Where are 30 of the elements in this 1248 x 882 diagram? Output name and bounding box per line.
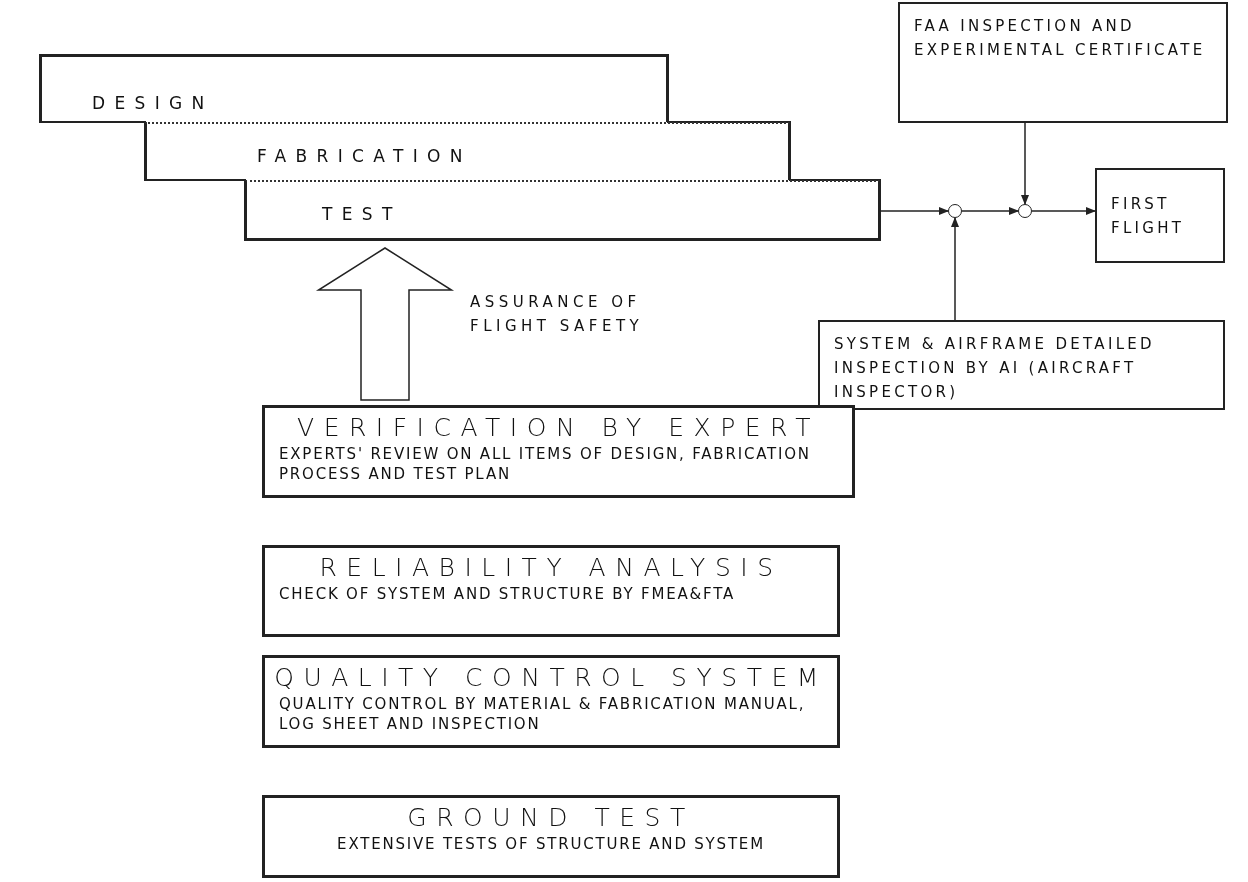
arrow bbox=[961, 207, 1019, 215]
process-band bbox=[145, 122, 790, 180]
method-box bbox=[262, 795, 840, 878]
heading-text: GROUND TEST bbox=[406, 804, 696, 832]
process-band bbox=[245, 180, 880, 240]
method-box bbox=[262, 655, 840, 748]
process-box: SYSTEM & AIRFRAME DETAILED INSPECTION BY AI (AIRCRAFT INSPECTOR) bbox=[818, 320, 1225, 410]
process-box: FAA INSPECTION AND EXPERIMENTAL CERTIFICATE bbox=[898, 2, 1228, 123]
stage-label: TEST bbox=[322, 204, 402, 224]
heading-text: QUALITY CONTROL SYSTEM bbox=[273, 664, 829, 692]
description-text: EXTENSIVE TESTS OF STRUCTURE AND SYSTEM bbox=[336, 833, 766, 854]
arrow bbox=[1021, 122, 1029, 205]
process-box: FIRST FLIGHT bbox=[1095, 168, 1225, 263]
stage-label: FABRICATION bbox=[257, 146, 472, 166]
arrow bbox=[879, 207, 949, 215]
stage-label: DESIGN bbox=[92, 93, 214, 113]
method-box bbox=[262, 405, 855, 498]
method-box bbox=[262, 545, 840, 637]
junction-circle bbox=[948, 204, 962, 218]
description-text: CHECK OF SYSTEM AND STRUCTURE BY FMEA&FTA bbox=[279, 583, 737, 604]
note-text: ASSURANCE OF FLIGHT SAFETY bbox=[470, 292, 645, 337]
heading-text: RELIABILITY ANALYSIS bbox=[318, 554, 784, 582]
arrow bbox=[951, 217, 959, 321]
arrow bbox=[1031, 207, 1096, 215]
block-arrow bbox=[315, 247, 455, 401]
heading-text: VERIFICATION BY EXPERT bbox=[296, 414, 821, 442]
junction-circle bbox=[1018, 204, 1032, 218]
description-text: EXPERTS' REVIEW ON ALL ITEMS OF DESIGN, FABRICATION PROCESS AND TEST PLAN bbox=[279, 443, 812, 484]
process-band bbox=[40, 55, 668, 122]
description-text: QUALITY CONTROL BY MATERIAL & FABRICATION MANUAL, LOG SHEET AND INSPECTION bbox=[279, 693, 807, 734]
